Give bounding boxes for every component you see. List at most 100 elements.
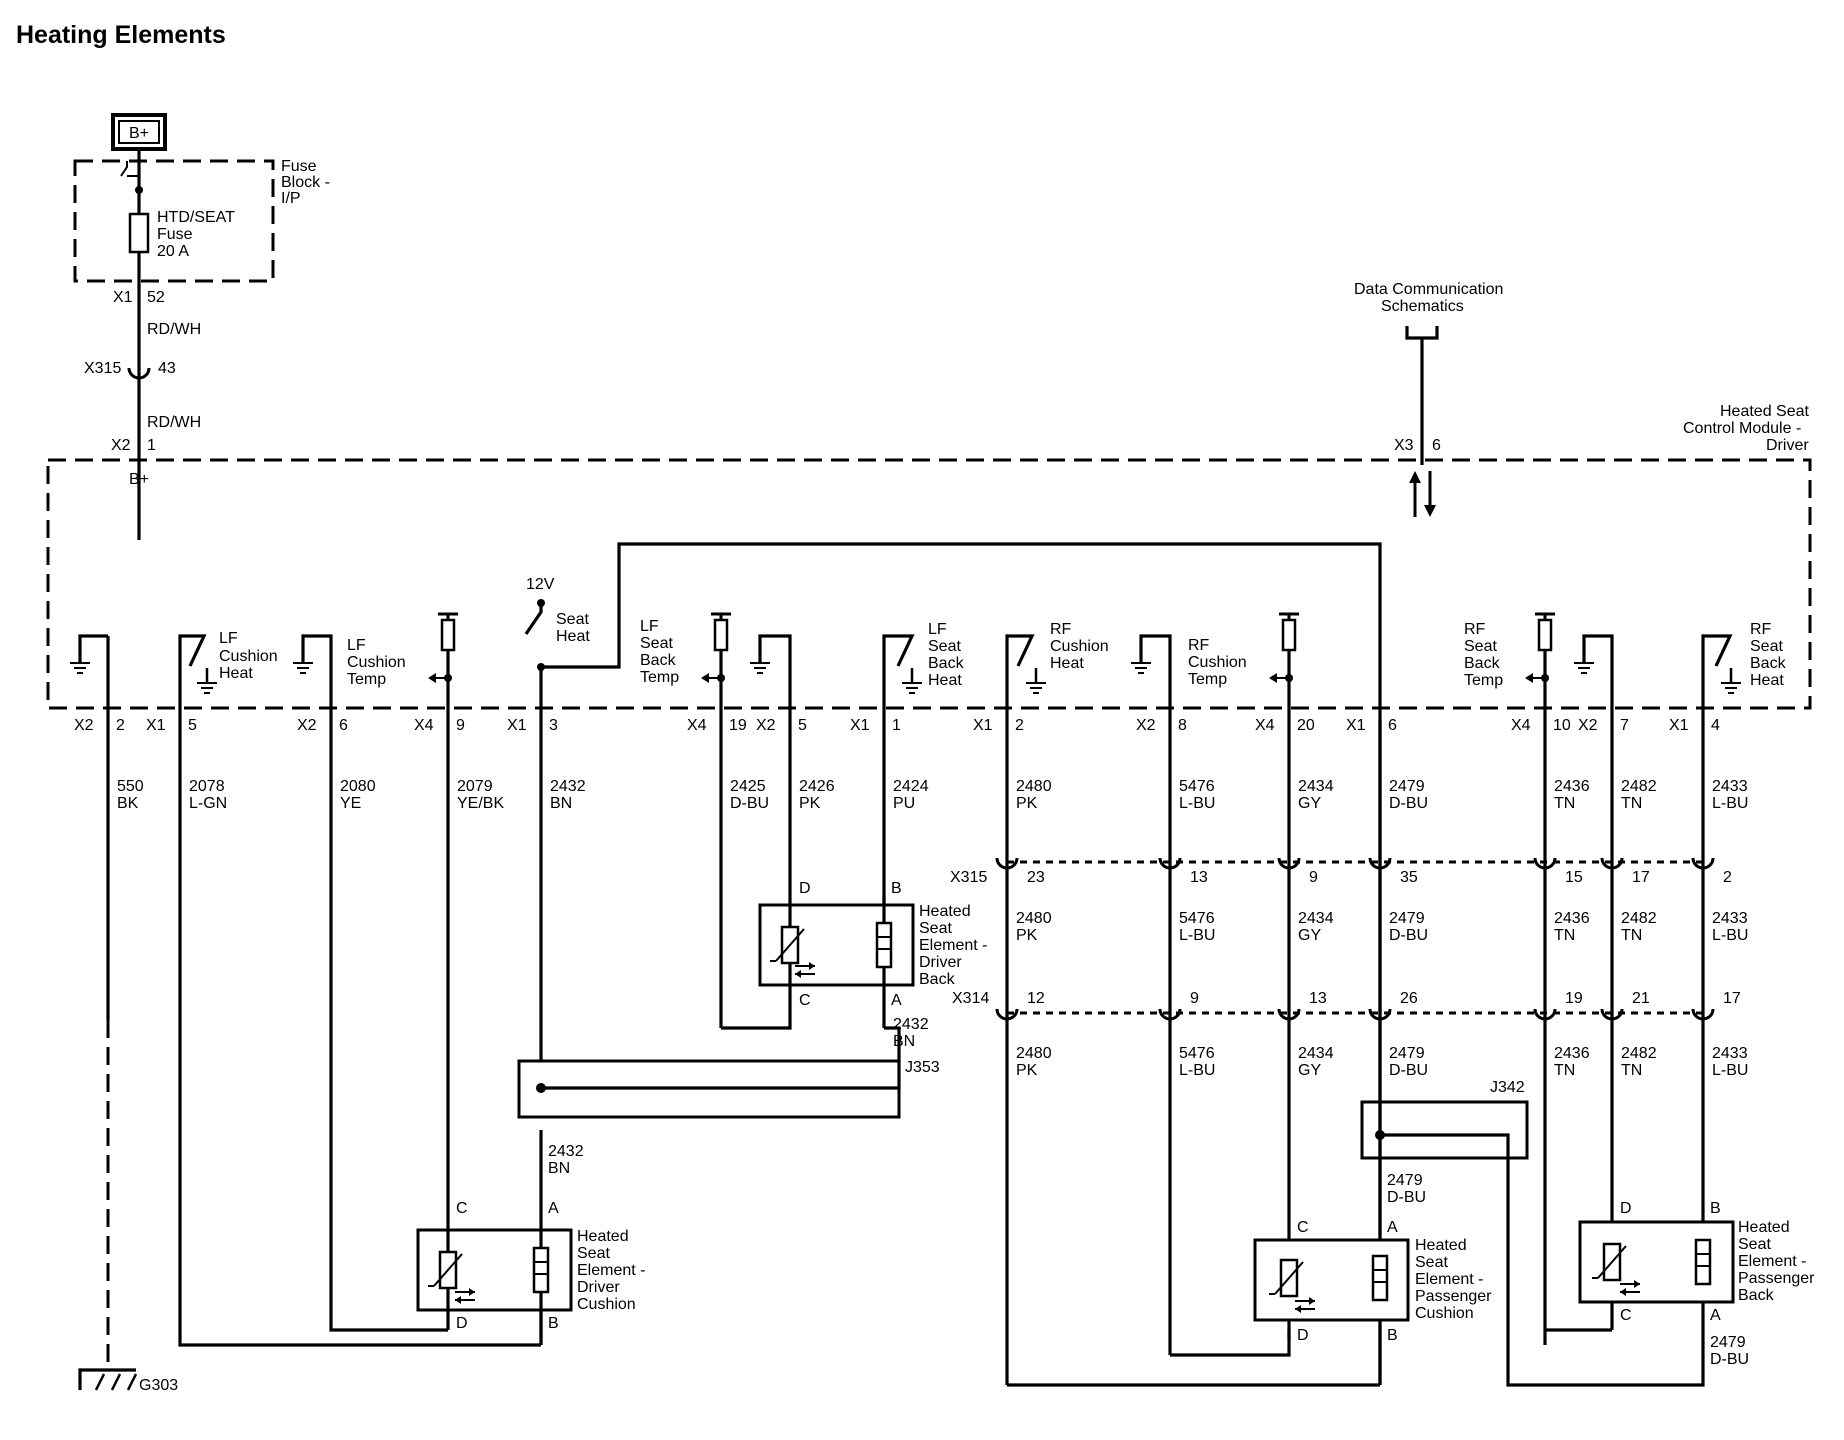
svg-text:D: D [456, 1315, 468, 1332]
wire-circuit-number: 5476 [1179, 778, 1215, 795]
x314-pin: 26 [1400, 990, 1418, 1007]
svg-text:Fuse: Fuse [157, 226, 193, 243]
module-pin-number: 7 [1620, 717, 1629, 734]
module-pin-number: 8 [1178, 717, 1187, 734]
x315-pin: 2 [1723, 869, 1732, 886]
j342-out-color: D-BU [1387, 1189, 1426, 1206]
wire-circuit-number: 2436 [1554, 778, 1590, 795]
x315-circuit-number: 2482 [1621, 910, 1657, 927]
x314-circuit-number: 5476 [1179, 1045, 1215, 1062]
svg-text:C: C [1297, 1219, 1309, 1236]
wire-color-code: PU [893, 795, 915, 812]
data-link-pin: 6 [1432, 437, 1441, 454]
svg-text:Temp: Temp [1188, 671, 1227, 688]
module-pin-number: 1 [892, 717, 901, 734]
wire-circuit-number: 2432 [550, 778, 586, 795]
svg-text:B: B [891, 880, 902, 897]
svg-text:Heated Seat: Heated Seat [1720, 403, 1810, 420]
svg-text:Seat: Seat [640, 635, 673, 652]
module-connector-label: X1 [1346, 717, 1366, 734]
svg-text:LF: LF [347, 637, 366, 654]
svg-text:Back: Back [919, 971, 956, 988]
heated-seat-element-driver-back: D B C A Heated Seat Element - Driver Bac… [758, 880, 987, 1009]
module-pin-number: 2 [116, 717, 125, 734]
x315-color-code: TN [1554, 927, 1575, 944]
svg-text:J342: J342 [1490, 1079, 1525, 1096]
module-connector-label: X1 [146, 717, 166, 734]
x314-circuit-number: 2434 [1298, 1045, 1334, 1062]
svg-text:B: B [1387, 1327, 1398, 1344]
j353-in-circuit: 2432 [893, 1016, 929, 1033]
svg-text:Element -: Element - [577, 1262, 645, 1279]
svg-text:Heat: Heat [556, 628, 590, 645]
svg-text:LF: LF [219, 630, 238, 647]
heated-seat-control-module [46, 458, 1812, 710]
rf-seat-back-temp-sensor: RF Seat Back Temp [1464, 612, 1557, 1330]
module-b-plus-connector: X2 [111, 437, 131, 454]
wire-color-code: PK [1016, 795, 1038, 812]
heated-seat-element-passenger-cushion: C A D B Heated Seat Element - Passenger … [1253, 1219, 1492, 1385]
x315-color-code: TN [1621, 927, 1642, 944]
fuse-label: HTD/SEAT Fuse 20 A [157, 209, 235, 260]
svg-text:A: A [1387, 1219, 1398, 1236]
module-pin-number: 5 [798, 717, 807, 734]
x314-circuit-number: 2433 [1712, 1045, 1748, 1062]
wire-circuit-number: 2479 [1389, 778, 1425, 795]
module-connector-label: X4 [1255, 717, 1275, 734]
svg-text:D: D [1620, 1200, 1632, 1217]
svg-text:Heat: Heat [1750, 672, 1784, 689]
x315-circuit-number: 2433 [1712, 910, 1748, 927]
bidirectional-arrows [1409, 471, 1436, 517]
svg-text:Heated: Heated [919, 903, 971, 920]
x315-circuit-number: 5476 [1179, 910, 1215, 927]
wire-circuit-number: 550 [117, 778, 144, 795]
x314-pin: 17 [1723, 990, 1741, 1007]
svg-text:Temp: Temp [640, 669, 679, 686]
wire-circuit-number: 2433 [1712, 778, 1748, 795]
lf-seat-back-heat-switch: LF Seat Back Heat [882, 621, 965, 895]
svg-text:C: C [1620, 1307, 1632, 1324]
internal-ground-x2-8: RF Cushion Temp [1130, 634, 1247, 1355]
module-connector-label: X4 [687, 717, 707, 734]
x314-pin: 19 [1565, 990, 1583, 1007]
wire-circuit-number: 2434 [1298, 778, 1334, 795]
x315-pin: 35 [1400, 869, 1418, 886]
wire-circuit-number: 2079 [457, 778, 493, 795]
svg-text:Control Module -: Control Module - [1683, 420, 1801, 437]
module-pin-number: 6 [339, 717, 348, 734]
x315-color-code: PK [1016, 927, 1038, 944]
x315-pin: 9 [1309, 869, 1318, 886]
svg-text:Back: Back [928, 655, 965, 672]
module-connector-label: X1 [850, 717, 870, 734]
wire-color-code: TN [1554, 795, 1575, 812]
x314-pin: 13 [1309, 990, 1327, 1007]
internal-ground-x2-6: LF Cushion Temp [292, 634, 406, 720]
svg-text:A: A [548, 1200, 559, 1217]
feed-wire-color-2: RD/WH [147, 414, 201, 431]
fuse-connector: X1 [113, 289, 133, 306]
x315-pin: 17 [1632, 869, 1650, 886]
wire-circuit-number: 2425 [730, 778, 766, 795]
svg-text:Temp: Temp [1464, 672, 1503, 689]
wire-color-code: YE [340, 795, 361, 812]
svg-text:B: B [1710, 1200, 1721, 1217]
module-pin-number: 9 [456, 717, 465, 734]
wire-color-code: PK [799, 795, 821, 812]
svg-text:Seat: Seat [1464, 638, 1497, 655]
module-pin-number: 19 [729, 717, 747, 734]
svg-text:Cushion: Cushion [577, 1296, 636, 1313]
x314-circuit-number: 2436 [1554, 1045, 1590, 1062]
module-pin-number: 3 [549, 717, 558, 734]
x314-pin: 21 [1632, 990, 1650, 1007]
module-pin-number: 5 [188, 717, 197, 734]
svg-text:Back: Back [1464, 655, 1501, 672]
svg-text:J353: J353 [905, 1059, 940, 1076]
svg-text:Seat: Seat [919, 920, 952, 937]
svg-text:12V: 12V [526, 576, 555, 593]
module-pin-number: 4 [1711, 717, 1720, 734]
feed-wire-color-1: RD/WH [147, 321, 201, 338]
ground-g303: G303 [78, 1368, 178, 1394]
internal-ground-x2-7 [1573, 634, 1614, 1240]
x315-color-code: L-BU [1179, 927, 1215, 944]
fuse-block-label: Fuse Block - I/P [281, 158, 330, 207]
